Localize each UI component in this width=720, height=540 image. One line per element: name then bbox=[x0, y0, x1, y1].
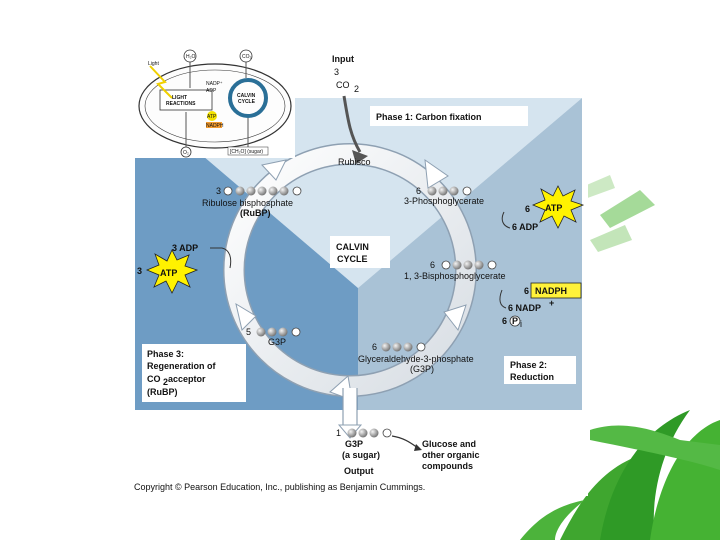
phase3-label-2: Regeneration of bbox=[147, 361, 217, 371]
atp-starburst-right bbox=[531, 185, 585, 229]
pga-name: 3-Phosphoglycerate bbox=[404, 196, 484, 206]
adp3-label: 3 ADP bbox=[172, 243, 198, 253]
nadph-box bbox=[530, 282, 582, 299]
nadph-label: NADPH bbox=[535, 286, 567, 296]
phase3-label-box bbox=[142, 344, 246, 402]
pi-count: 6 bbox=[502, 316, 507, 326]
calvin-cycle-label-1: CALVIN bbox=[336, 242, 369, 252]
atp-label-right: ATP bbox=[545, 203, 562, 213]
chloroplast-inset: Light H₂O CO₂ NADP⁺ ADP LIGHT REACTIONS … bbox=[135, 44, 295, 158]
atp-label-left: ATP bbox=[160, 268, 177, 278]
pga-count: 6 bbox=[416, 186, 421, 196]
output-product-3: compounds bbox=[422, 461, 473, 471]
phase3-label-3c: acceptor bbox=[168, 374, 206, 384]
inset-atp-label: ATP bbox=[207, 114, 217, 120]
inset-co2-label: CO₂ bbox=[242, 54, 252, 60]
inset-h2o-label: H₂O bbox=[186, 54, 196, 60]
g3p5-molecule bbox=[256, 327, 301, 337]
inset-light-label: Light bbox=[148, 61, 159, 67]
calvin-cycle-box bbox=[330, 236, 390, 268]
nadp6-label: 6 NADP bbox=[508, 303, 541, 313]
rubp-count: 3 bbox=[216, 186, 221, 196]
output-title: Output bbox=[344, 466, 374, 476]
phase3-label-3b: 2 bbox=[163, 377, 168, 387]
inset-o2-label: O₂ bbox=[183, 150, 189, 156]
inset-adp-label: ADP bbox=[206, 88, 217, 94]
phase3-label-3a: CO bbox=[147, 374, 161, 384]
phase2-label-2: Reduction bbox=[510, 372, 554, 382]
phase3-region bbox=[135, 98, 358, 410]
grass-decoration bbox=[520, 175, 720, 540]
input-title: Input bbox=[332, 54, 354, 64]
input-co2: CO bbox=[336, 80, 350, 90]
phase1-label: Phase 1: Carbon fixation bbox=[376, 112, 482, 122]
pi-sub: i bbox=[520, 319, 522, 329]
phase1-label-box bbox=[370, 106, 528, 126]
inset-calvin-label-1: CALVIN bbox=[237, 93, 256, 99]
adp6-label: 6 ADP bbox=[512, 222, 538, 232]
nadp-sup: + bbox=[549, 298, 554, 308]
pi-p: P bbox=[512, 316, 518, 326]
inset-calvin-label-2: CYCLE bbox=[238, 99, 256, 105]
bpg-count: 6 bbox=[430, 260, 435, 270]
g3p-molecule bbox=[381, 342, 426, 352]
inset-light-reactions-label-2: REACTIONS bbox=[166, 101, 196, 107]
rubp-abbr: (RuBP) bbox=[240, 208, 271, 218]
input-co2-subscript: 2 bbox=[354, 84, 359, 94]
rubp-name: Ribulose bisphosphate bbox=[202, 198, 293, 208]
inset-light-reactions-label-1: LIGHT bbox=[172, 95, 187, 101]
bpg-name: 1, 3-Bisphosphoglycerate bbox=[404, 271, 506, 281]
rubisco-label: Rubisco bbox=[338, 157, 371, 167]
g3p-name: Glyceraldehyde-3-phosphate bbox=[358, 354, 474, 364]
rubp-molecule bbox=[223, 186, 302, 196]
output-count: 1 bbox=[336, 428, 341, 438]
co2-input-arrow bbox=[342, 95, 362, 153]
g3p-abbr: (G3P) bbox=[410, 364, 434, 374]
g3p-count: 6 bbox=[372, 342, 377, 352]
pga-molecule bbox=[427, 186, 472, 196]
phase3-label-1: Phase 3: bbox=[147, 349, 184, 359]
phase2-label-box bbox=[504, 356, 576, 384]
g3p5-count: 5 bbox=[246, 327, 251, 337]
copyright-line: Copyright © Pearson Education, Inc., pub… bbox=[134, 482, 425, 492]
phase2-label-1: Phase 2: bbox=[510, 360, 547, 370]
output-product-2: other organic bbox=[422, 450, 480, 460]
output-product-1: Glucose and bbox=[422, 439, 476, 449]
bpg-molecule bbox=[441, 260, 497, 270]
atp6-count: 6 bbox=[525, 204, 530, 214]
figure-panel: Light H₂O CO₂ NADP⁺ ADP LIGHT REACTIONS … bbox=[120, 44, 588, 496]
nadph-count: 6 bbox=[524, 286, 529, 296]
inset-nadph-label: NADPH bbox=[206, 123, 224, 129]
atp3-count: 3 bbox=[137, 266, 142, 276]
output-desc: (a sugar) bbox=[342, 450, 380, 460]
calvin-cycle-label-2: CYCLE bbox=[337, 254, 368, 264]
output-g3p-molecule bbox=[347, 428, 392, 438]
input-count: 3 bbox=[334, 67, 339, 77]
phase3-label-4: (RuBP) bbox=[147, 387, 178, 397]
inset-sugar-label: [CH₂O] (sugar) bbox=[230, 149, 263, 155]
output-g3p: G3P bbox=[345, 439, 363, 449]
atp-starburst-left bbox=[145, 249, 199, 294]
g3p5-abbr: G3P bbox=[268, 337, 286, 347]
inset-nadp-label: NADP⁺ bbox=[206, 81, 223, 87]
